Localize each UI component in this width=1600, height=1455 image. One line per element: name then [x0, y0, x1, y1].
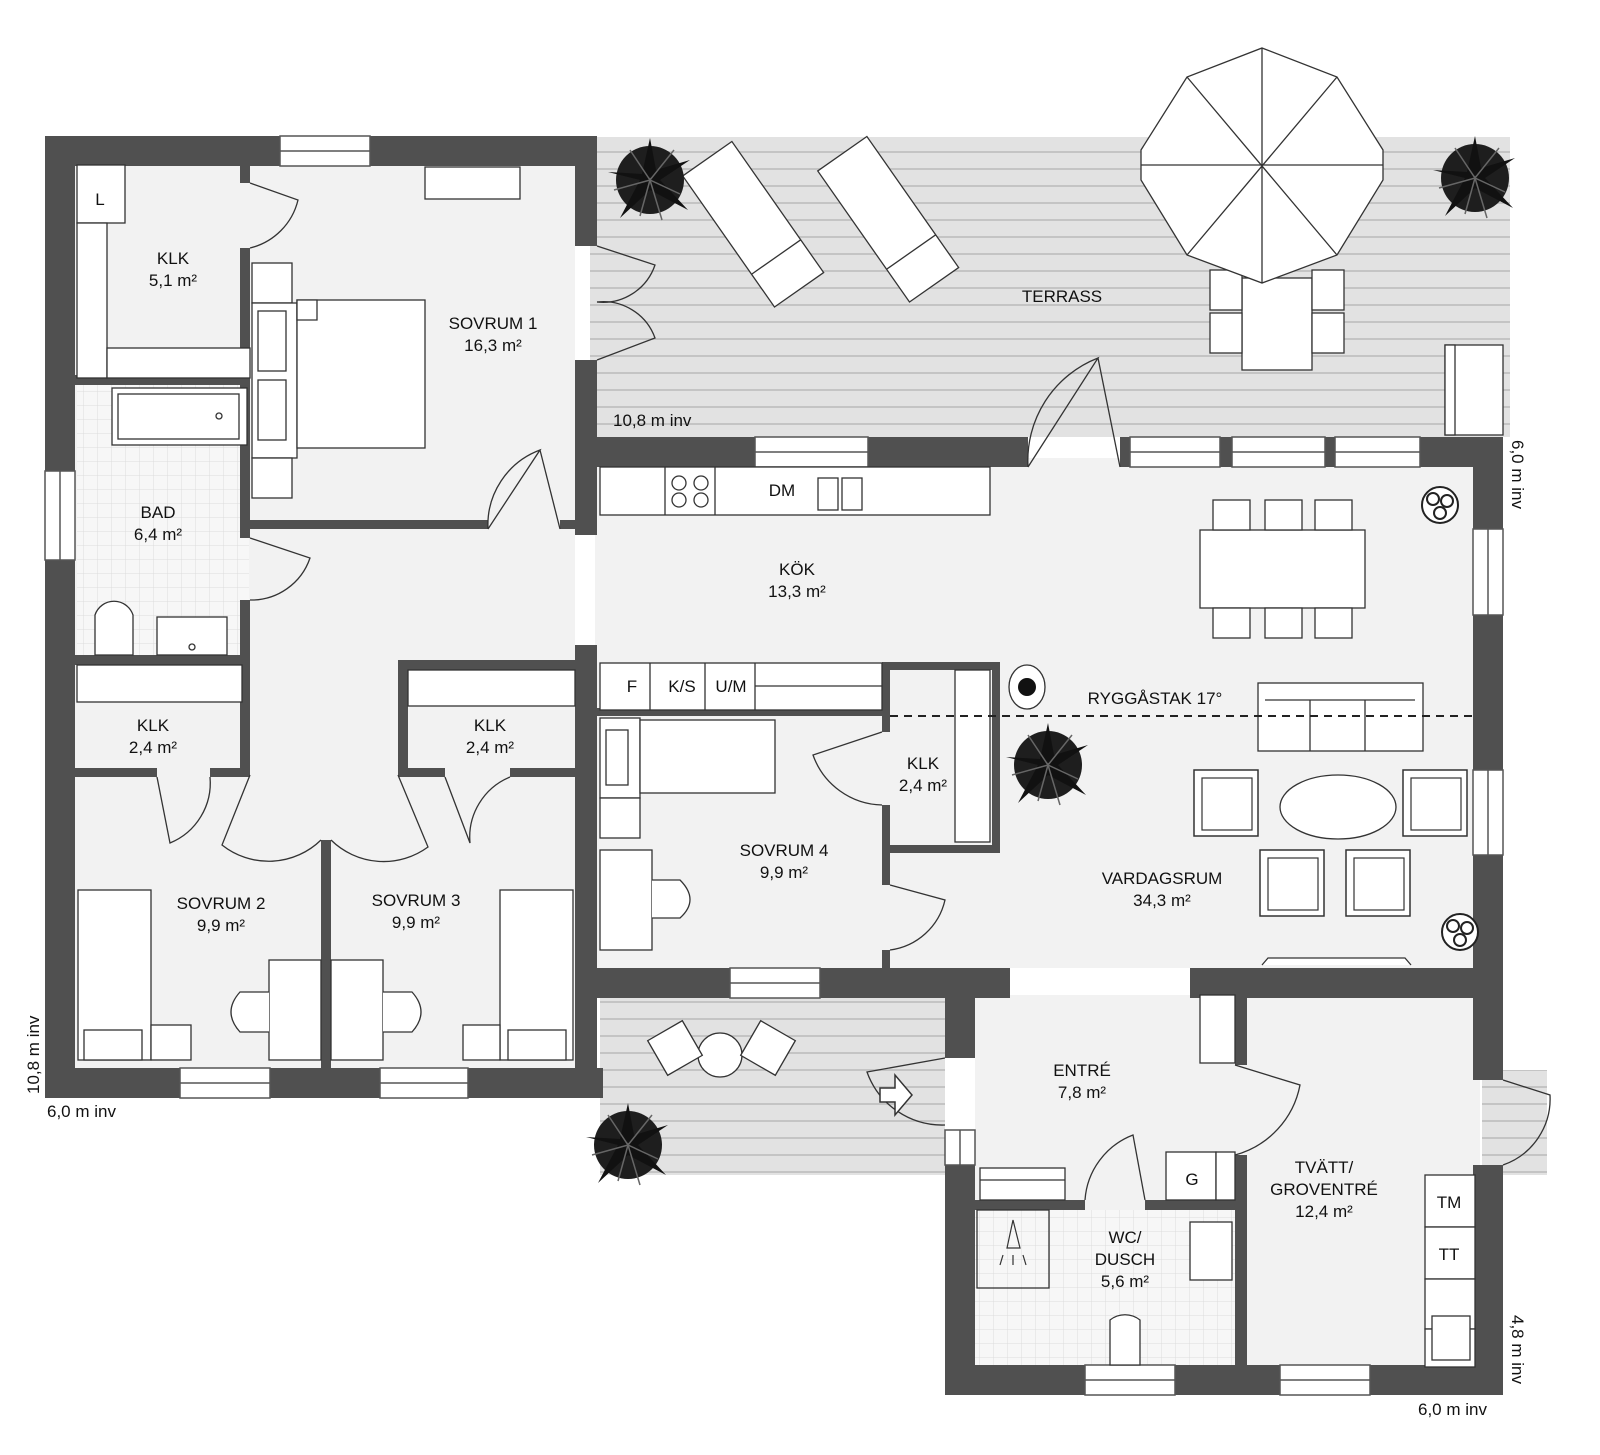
dimension-right-bottom: 4,8 m inv: [1508, 1315, 1527, 1384]
shower-icon: [999, 1219, 1027, 1266]
shrub-icon: [1421, 486, 1459, 524]
fixture-fridge: F: [626, 677, 638, 696]
entry-arrow-icon: [879, 1072, 913, 1118]
fixture-washer: TM: [1436, 1193, 1462, 1212]
side-deck: [1482, 1070, 1547, 1175]
dimension-left: 10,8 m inv: [24, 1015, 43, 1094]
fixture-fridge-freezer: K/S: [668, 677, 696, 696]
outdoor-label-terrass: TERRASS: [1021, 287, 1103, 306]
fixture-linen: L: [95, 190, 105, 209]
dimension-terrace: 10,8 m inv: [613, 411, 692, 430]
stove-icon: [1018, 678, 1036, 696]
dimension-right-top: 6,0 m inv: [1508, 440, 1527, 509]
furniture: [76, 47, 1504, 1368]
dimension-bottom-right: 6,0 m inv: [1418, 1400, 1487, 1419]
fixture-dryer: TT: [1438, 1245, 1460, 1264]
dimension-bottom-left: 6,0 m inv: [47, 1102, 116, 1121]
roof-annotation: RYGGÅSTAK 17°: [1087, 689, 1223, 708]
fixture-dishwasher: DM: [768, 481, 796, 500]
windows: [44, 135, 1504, 1396]
shrub-icon: [1441, 913, 1479, 951]
fixture-wardrobe-g: G: [1185, 1170, 1199, 1189]
walls: [45, 136, 1503, 1395]
fixture-micro-oven: U/M: [715, 677, 747, 696]
